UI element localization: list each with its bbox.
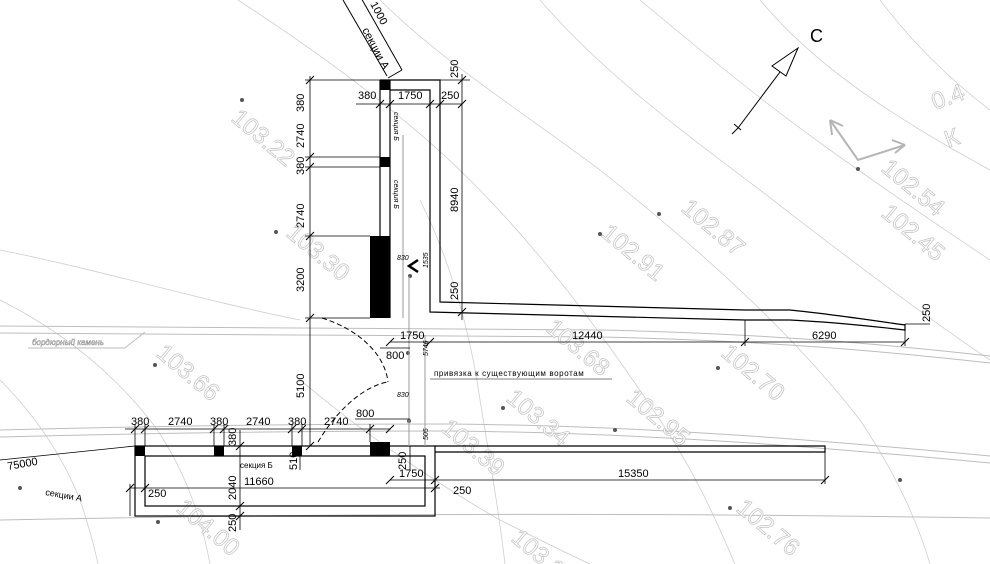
dim-text: 250	[227, 514, 239, 532]
dim-text: 380	[295, 157, 307, 175]
north-label: С	[810, 26, 823, 46]
road-lines	[0, 325, 990, 521]
section-b-label: секция Б	[240, 461, 273, 470]
section-b-label: секция Б	[392, 180, 399, 209]
dim-text: 6290	[812, 330, 836, 342]
dim-text: 1750	[398, 90, 422, 102]
dim-text: 380	[295, 94, 307, 112]
dim-text: 380	[210, 416, 228, 428]
fence-structures	[134, 79, 906, 517]
dim-text: 250	[921, 304, 933, 322]
elevation-labels: 103.22 103.30 102.87 102.91 102.54 103.6…	[151, 78, 969, 564]
dim-text: 3200	[295, 268, 307, 292]
dim-text: 250	[148, 488, 166, 500]
dim-text: 380	[131, 416, 149, 428]
gate-dim: 830	[397, 255, 409, 262]
section-a-left-label: секции А	[45, 487, 83, 503]
dim-length-top: 1000	[367, 0, 389, 27]
gate-arrow	[406, 258, 419, 274]
section-a-link: 1000 секции А	[342, 0, 403, 79]
dimension-ticks	[125, 75, 910, 521]
elevation-label: 102.70	[716, 339, 790, 407]
gate-dim: 5746	[423, 340, 430, 356]
dim-text: 12440	[572, 330, 603, 342]
gate-dim: 830	[397, 392, 409, 399]
dim-text: 2740	[246, 416, 270, 428]
dim-text: 2740	[295, 204, 307, 228]
dim-text: 11660	[244, 476, 274, 488]
dimension-lines	[0, 74, 930, 530]
section-a-top-label: секции А	[359, 26, 391, 72]
dim-text: 380	[288, 416, 306, 428]
dim-text: 250	[397, 452, 409, 470]
dim-text: 5100	[295, 374, 307, 398]
dim-text: 2740	[324, 416, 348, 428]
dim-text: 250	[453, 485, 471, 497]
dim-text: 510	[288, 452, 300, 470]
gate-dim: 505	[423, 428, 430, 440]
north-arrow: С	[731, 26, 823, 135]
dim-text: 250	[449, 282, 461, 300]
elevation-label: 102.76	[731, 494, 805, 562]
dimension-texts: 380 2740 380 2740 3200 5100 380 1750 250…	[6, 60, 933, 532]
ghost-arrow	[829, 119, 906, 162]
gate-dim: 1535	[423, 252, 430, 268]
binding-note: привязка к существующим воротам	[434, 369, 584, 378]
dim-text: 250	[449, 60, 461, 78]
elevation-label: 103.30	[281, 219, 355, 287]
elevation-label: 103.22	[226, 104, 300, 172]
dim-text: 800	[386, 350, 404, 362]
elevation-label: 103.1	[506, 524, 569, 564]
dim-text: 2740	[168, 416, 192, 428]
dim-text: 1750	[399, 468, 423, 480]
annotations: секция Б секция Б секция Б секции А борд…	[32, 112, 584, 503]
elevation-label: 102.87	[676, 194, 750, 262]
elevation-label: 102.95	[621, 384, 695, 452]
fence-posts	[135, 80, 390, 456]
dim-text: 1750	[400, 330, 424, 342]
elevation-label: 103.66	[151, 339, 225, 407]
elevation-label: К	[941, 123, 963, 153]
dim-text: 800	[356, 408, 374, 420]
curb-label: бордюрный камень	[32, 338, 104, 347]
survey-points	[18, 98, 902, 524]
dim-text: 2040	[227, 476, 239, 500]
curb-label-box	[28, 331, 146, 349]
dim-length-left: 75000	[6, 456, 38, 473]
section-b-label: секция Б	[392, 112, 399, 141]
elevation-label: 0.4	[928, 79, 969, 116]
gate-lines	[402, 135, 426, 446]
dim-text: 15350	[618, 468, 649, 480]
dim-text: 380	[227, 428, 239, 446]
gate-swing	[317, 317, 389, 443]
dim-text: 380	[358, 90, 376, 102]
dim-text: 8940	[449, 188, 461, 212]
dim-text: 250	[441, 90, 459, 102]
elevation-label: 103.34	[501, 384, 575, 452]
elevation-label: 102.91	[596, 219, 670, 287]
dim-text: 2740	[295, 124, 307, 148]
